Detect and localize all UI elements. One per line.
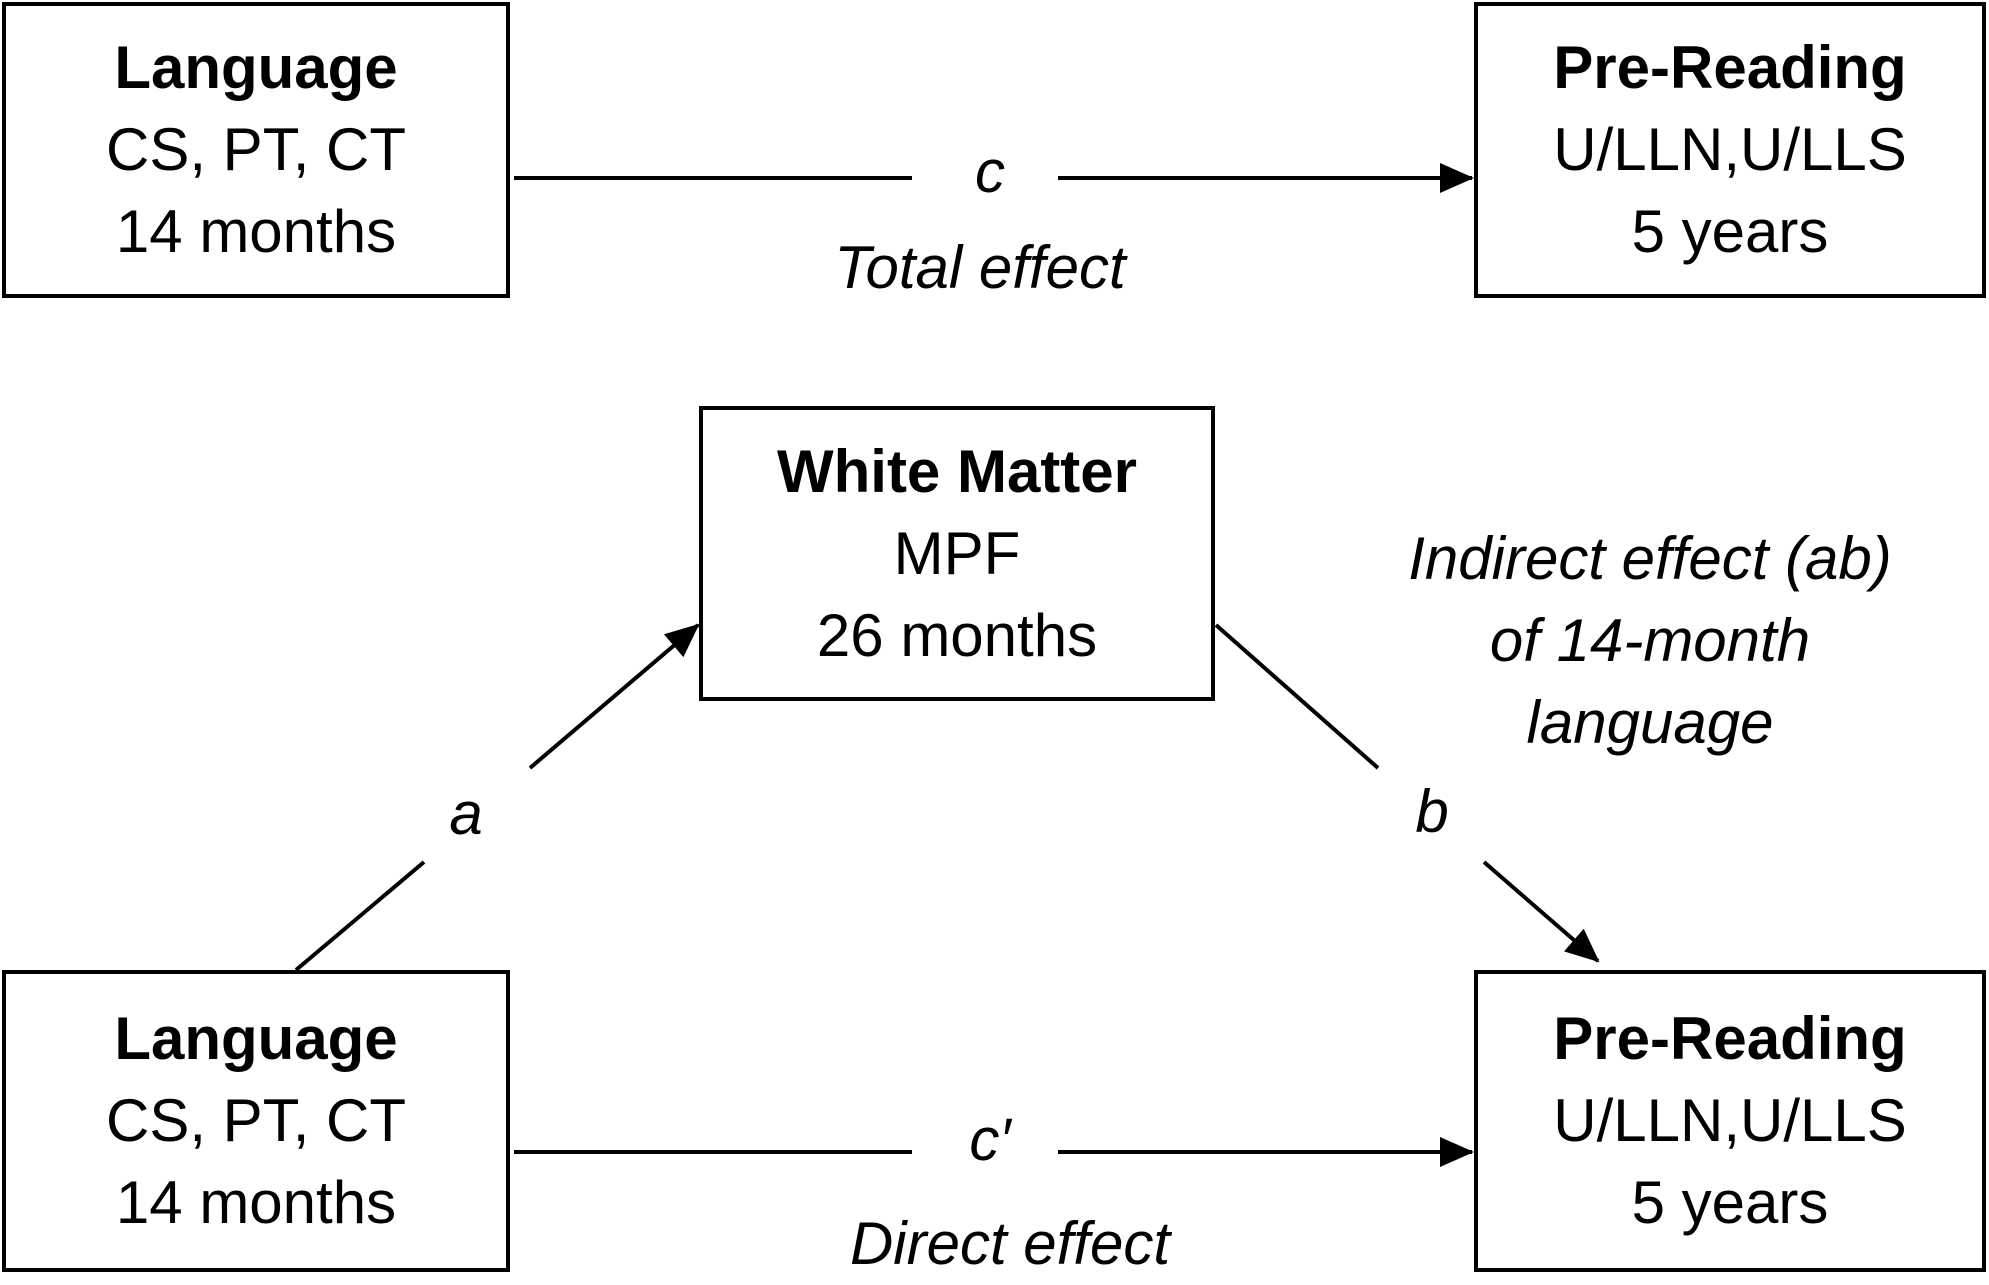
path-c-prime-label: c′: [969, 1106, 1011, 1173]
box-measures: MPF: [893, 519, 1021, 587]
box-age: 14 months: [115, 198, 397, 265]
box-title: Pre-Reading: [1553, 1005, 1907, 1072]
box-measures: U/LLN,U/LLS: [1553, 116, 1907, 183]
path-b-line-upper: [1214, 623, 1380, 770]
pre-reading-box-bottom: Pre-Reading U/LLN,U/LLS 5 years: [1474, 970, 1986, 1272]
box-title: Pre-Reading: [1553, 34, 1907, 101]
indirect-effect-line-2: of 14-month: [1489, 607, 1811, 674]
box-title: White Matter: [777, 437, 1137, 505]
path-a-label: a: [449, 780, 483, 847]
white-matter-box: White Matter MPF 26 months: [699, 406, 1215, 701]
box-age: 5 years: [1631, 1169, 1829, 1236]
path-c-label: c: [975, 138, 1005, 205]
indirect-effect-line-1: Indirect effect (ab): [1408, 525, 1892, 592]
box-age: 5 years: [1631, 198, 1829, 265]
box-title: Language: [114, 34, 398, 101]
path-b-label: b: [1415, 778, 1449, 845]
language-box-bottom: Language CS, PT, CT 14 months: [2, 970, 510, 1272]
pre-reading-box-top: Pre-Reading U/LLN,U/LLS 5 years: [1474, 2, 1986, 298]
path-a-line-upper: [528, 623, 700, 770]
direct-effect-label: Direct effect: [849, 1210, 1171, 1277]
indirect-effect-line-3: language: [1526, 689, 1774, 756]
language-box-top: Language CS, PT, CT 14 months: [2, 2, 510, 298]
path-a-line-lower: [294, 860, 426, 972]
box-age: 26 months: [816, 601, 1098, 669]
indirect-effect-label: Indirect effect (ab) of 14-month languag…: [1408, 518, 1892, 764]
box-title: Language: [114, 1005, 398, 1072]
box-age: 14 months: [115, 1169, 397, 1236]
path-b-line-lower: [1482, 860, 1600, 963]
total-effect-label: Total effect: [834, 234, 1126, 301]
box-measures: U/LLN,U/LLS: [1553, 1087, 1907, 1154]
box-measures: CS, PT, CT: [105, 116, 407, 183]
box-measures: CS, PT, CT: [105, 1087, 407, 1154]
